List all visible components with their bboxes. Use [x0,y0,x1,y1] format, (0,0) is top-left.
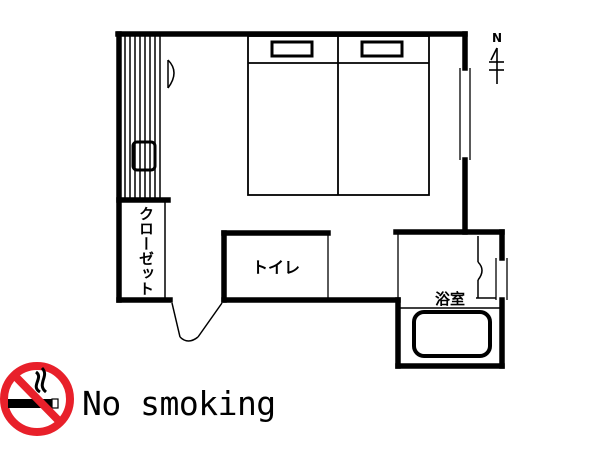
bathroom-label: 浴室 [435,290,465,308]
bathroom-door [476,236,496,299]
north-arrow-icon [489,47,504,84]
closet-fixture [167,59,175,89]
no-smoking-icon [0,362,74,436]
no-smoking-text: No smoking [82,384,276,423]
beds [247,35,430,196]
toilet-label: トイレ [252,258,300,277]
closet-hatching [124,36,161,198]
bathtub [398,307,502,358]
walls [115,31,505,369]
entrance-door [171,302,223,342]
basin [131,140,157,172]
thin-walls [121,68,508,302]
closet-label: クローゼット [137,206,155,296]
north-label: N [492,31,502,45]
